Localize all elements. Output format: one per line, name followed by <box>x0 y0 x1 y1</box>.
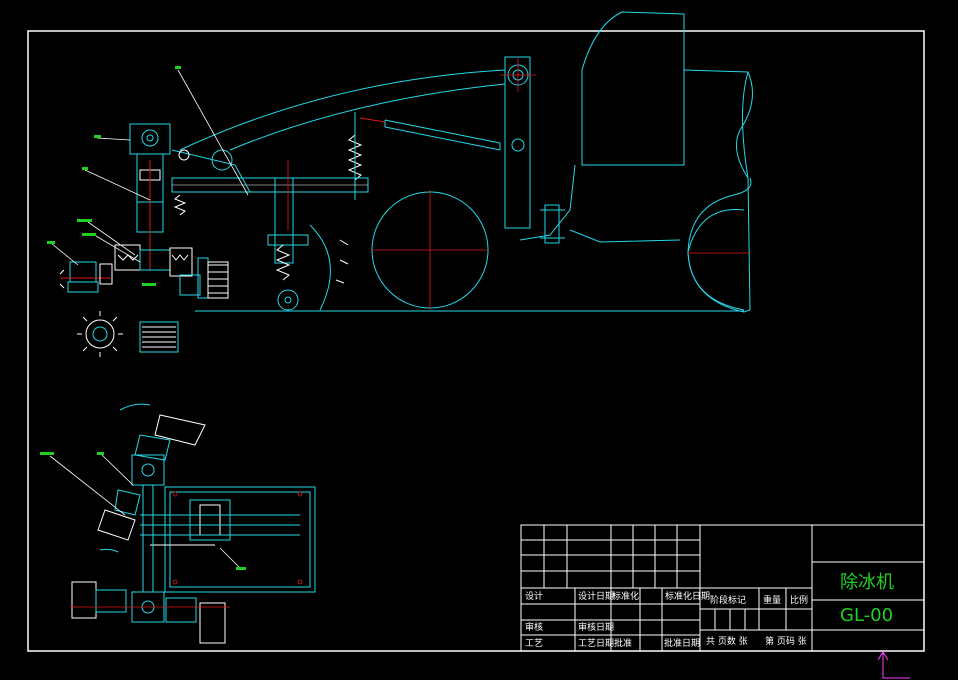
label-approve: 批准 <box>614 637 632 649</box>
coil-detail <box>139 321 179 353</box>
top-frame-outer <box>164 486 316 593</box>
title-block <box>520 524 925 652</box>
part-tags-top <box>40 452 246 570</box>
label-review-date: 审核日期 <box>578 621 614 633</box>
drive-wheel-rear <box>687 209 745 311</box>
brush-row-lower <box>70 581 230 644</box>
label-stage-mark: 阶段标记 <box>710 594 746 606</box>
label-approve-date: 批准日期 <box>664 637 700 649</box>
brush-assembly-side <box>114 244 229 299</box>
tractor-hood <box>683 69 752 313</box>
drawing-name: 除冰机 <box>840 572 894 593</box>
top-view <box>70 403 316 644</box>
brush-arm-upper <box>119 403 206 461</box>
part-callouts-side <box>51 69 249 266</box>
label-design-date: 设计日期 <box>578 590 614 602</box>
hydraulic-cylinder <box>359 117 501 151</box>
brush-left-upper <box>97 489 141 553</box>
label-weight: 重量 <box>763 594 781 606</box>
label-design: 设计 <box>525 590 543 602</box>
gear-detail <box>77 311 123 357</box>
label-total-sheets: 共 页数 张 <box>706 635 748 647</box>
tractor-cab <box>581 11 685 166</box>
deicing-head-side-view <box>59 123 251 357</box>
tractor-side-view <box>171 11 753 313</box>
part-tags-side <box>47 66 181 286</box>
tractor-boom <box>179 69 506 151</box>
title-block-text: 设计 设计日期 标准化 标准化日期 审核 审核日期 工艺 工艺日期 批准 批准日… <box>525 572 894 649</box>
label-process: 工艺 <box>525 638 543 649</box>
drawing-number: GL-00 <box>840 605 893 626</box>
label-sheet-no: 第 页码 张 <box>765 635 807 647</box>
label-process-date: 工艺日期 <box>578 638 614 649</box>
cursor-arrow-icon <box>877 651 910 679</box>
label-standardization-date: 标准化日期 <box>665 590 710 602</box>
label-review: 审核 <box>525 621 543 633</box>
brush-unit-left <box>59 261 113 293</box>
drawing-border <box>27 30 925 652</box>
label-scale: 比例 <box>790 594 808 606</box>
label-standardization: 标准化 <box>612 590 639 602</box>
part-callouts-top <box>49 454 241 569</box>
